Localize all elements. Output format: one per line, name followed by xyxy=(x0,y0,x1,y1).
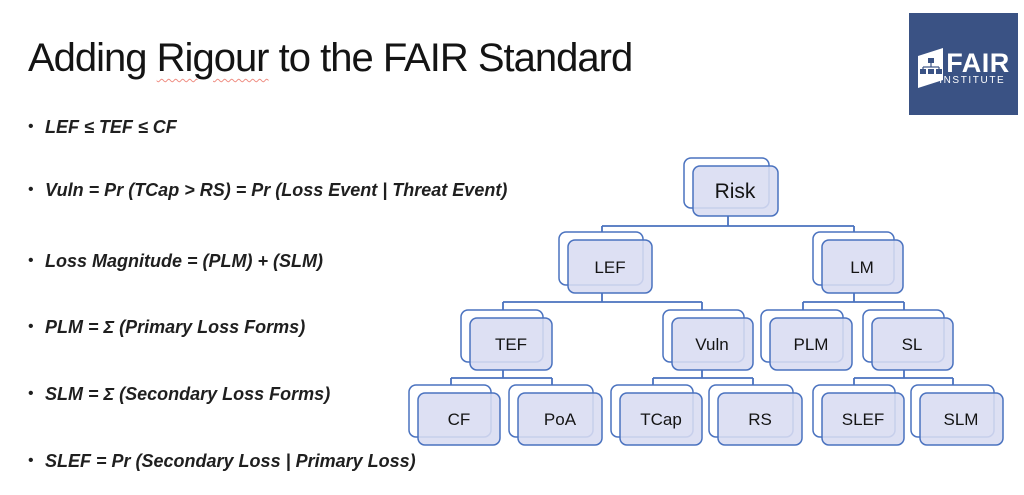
node-label: CF xyxy=(448,410,471,429)
edge-vuln-children xyxy=(652,370,754,397)
node-label: RS xyxy=(748,410,772,429)
node-front-card xyxy=(871,317,954,371)
title-word-rigour: Rigour xyxy=(156,36,270,80)
bullet-lef-tef-cf: LEF ≤ TEF ≤ CF xyxy=(28,117,177,138)
tree-node-slm: SLM xyxy=(910,384,1004,446)
node-label: Vuln xyxy=(695,335,728,354)
node-label: TCap xyxy=(640,410,682,429)
node-label: PoA xyxy=(544,410,577,429)
bullet-loss-magnitude: Loss Magnitude = (PLM) + (SLM) xyxy=(28,251,323,272)
edge-sl-children xyxy=(853,370,954,397)
logo-text: FAIR INSTITUTE xyxy=(939,47,1010,86)
logo-sub-text: INSTITUTE xyxy=(939,74,1006,86)
fair-institute-logo: FAIR INSTITUTE xyxy=(909,13,1018,115)
node-front-card xyxy=(567,239,653,294)
edge-tef-children xyxy=(450,370,553,397)
node-label: SLM xyxy=(944,410,979,429)
tree-node-plm: PLM xyxy=(760,309,853,371)
edge-lm-children xyxy=(802,293,905,322)
edge-lef-children xyxy=(502,293,703,322)
node-front-card xyxy=(717,392,803,446)
node-front-card xyxy=(769,317,853,371)
node-front-card xyxy=(517,392,603,446)
tree-node-vuln: Vuln xyxy=(662,309,754,371)
slide-title: Adding Rigour to the FAIR Standard xyxy=(28,36,634,80)
node-label: SL xyxy=(902,335,923,354)
title-text-pre: Adding xyxy=(28,36,157,80)
tree-node-lef: LEF xyxy=(558,231,653,294)
node-front-card xyxy=(821,239,904,294)
logo-content: FAIR INSTITUTE xyxy=(917,47,1010,89)
node-label: SLEF xyxy=(842,410,885,429)
tree-node-tef: TEF xyxy=(460,309,553,371)
bullet-slm-formula: SLM = Σ (Secondary Loss Forms) xyxy=(28,384,330,405)
tree-node-risk: Risk xyxy=(683,157,779,217)
tree-node-cf: CF xyxy=(408,384,501,446)
org-chart-pennant-icon xyxy=(918,48,944,88)
node-front-card xyxy=(619,392,703,446)
tree-node-tcap: TCap xyxy=(610,384,703,446)
node-front-card xyxy=(692,165,779,217)
node-front-card xyxy=(821,392,905,446)
node-label: TEF xyxy=(495,335,527,354)
tree-node-slef: SLEF xyxy=(812,384,905,446)
node-label: PLM xyxy=(794,335,829,354)
bullet-vuln-formula: Vuln = Pr (TCap > RS) = Pr (Loss Event |… xyxy=(28,180,507,201)
tree-node-poa: PoA xyxy=(508,384,603,446)
node-front-card xyxy=(417,392,501,446)
node-label: Risk xyxy=(715,180,756,203)
node-front-card xyxy=(469,317,553,371)
bullet-list: LEF ≤ TEF ≤ CF Vuln = Pr (TCap > RS) = P… xyxy=(0,0,560,495)
tree-node-sl: SL xyxy=(862,309,954,371)
node-label: LEF xyxy=(594,258,625,277)
edge-risk-children xyxy=(601,216,855,244)
node-label: LM xyxy=(850,258,874,277)
node-front-card xyxy=(919,392,1004,446)
tree-node-rs: RS xyxy=(708,384,803,446)
bullet-plm-formula: PLM = Σ (Primary Loss Forms) xyxy=(28,317,305,338)
logo-brand-text: FAIR xyxy=(946,47,1010,78)
node-front-card xyxy=(671,317,754,371)
bullet-slef-formula: SLEF = Pr (Secondary Loss | Primary Loss… xyxy=(28,451,416,472)
title-text-post: to the FAIR Standard xyxy=(268,36,634,80)
tree-node-lm: LM xyxy=(812,231,904,294)
